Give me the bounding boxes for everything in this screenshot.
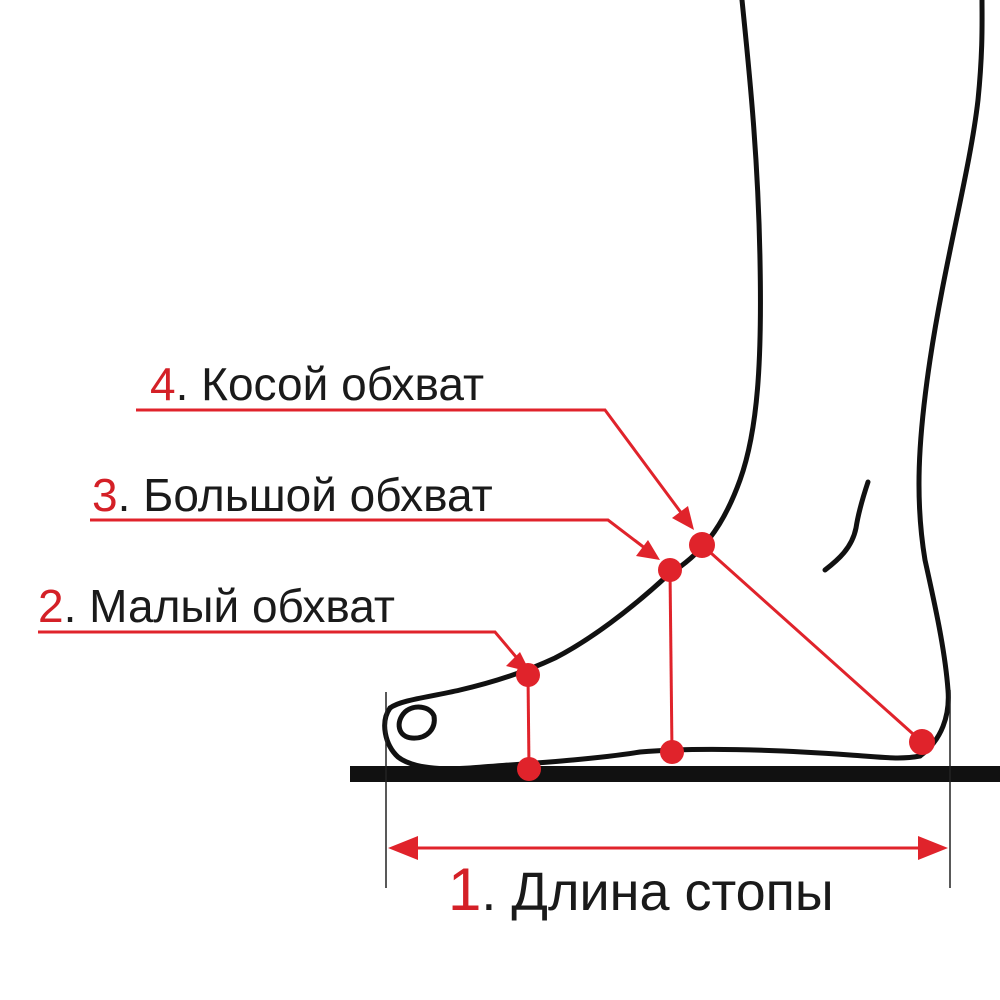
label-2-number: 2 (38, 580, 64, 632)
point-3-bottom (660, 740, 684, 764)
toenail (396, 704, 437, 741)
point-4-instep (689, 532, 715, 558)
large-girth-line (668, 569, 674, 753)
leg-front-line (387, 0, 763, 711)
label-4: 4. Косой обхват (150, 358, 484, 410)
label-3: 3. Большой обхват (92, 469, 493, 521)
point-3-top (658, 558, 682, 582)
label-4-number: 4 (150, 358, 176, 410)
small-girth-line (526, 674, 531, 769)
measure-4-oblique-girth (136, 408, 935, 755)
point-2-bottom (517, 757, 541, 781)
label-1-text: . Длина стопы (481, 862, 833, 922)
leg-back-line (916, 0, 985, 759)
length-arrow-left-head (388, 836, 418, 860)
label-2: 2. Малый обхват (38, 580, 395, 632)
point-4-heel (909, 729, 935, 755)
label-2-text: . Малый обхват (64, 580, 395, 632)
measure-2-small-girth (38, 630, 541, 781)
leader-arrow-3 (636, 540, 660, 560)
label-3-text: . Большой обхват (118, 469, 493, 521)
leader-line-2 (38, 630, 524, 665)
label-3-number: 3 (92, 469, 118, 521)
toe-tip (382, 705, 473, 772)
sole-line (467, 746, 923, 771)
ankle-bone (822, 479, 871, 573)
leader-line-4 (136, 408, 690, 523)
leader-arrow-4 (672, 506, 694, 530)
oblique-girth-line (700, 543, 924, 744)
label-1: 1. Длина стопы (448, 856, 834, 923)
leader-line-3 (90, 518, 651, 554)
label-4-text: . Косой обхват (176, 358, 484, 410)
label-1-number: 1 (448, 856, 481, 923)
length-arrow-right-head (918, 836, 948, 860)
measure-3-large-girth (90, 518, 684, 764)
point-2-top (516, 663, 540, 687)
